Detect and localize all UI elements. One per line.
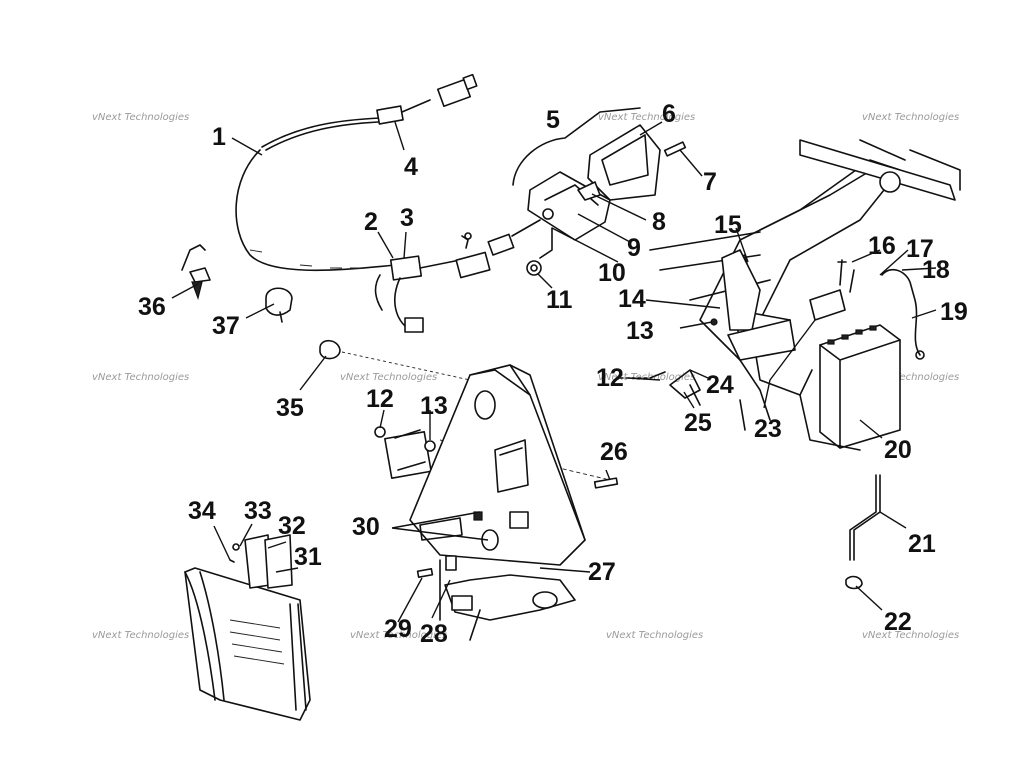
watermark: vNext Technologies: [862, 372, 959, 383]
callout-15: 15: [714, 211, 742, 239]
callout-36: 36: [138, 293, 166, 321]
tail-light-icon: [487, 107, 687, 276]
callout-32: 32: [278, 512, 306, 540]
callout-27: 27: [588, 558, 616, 586]
guard-icon: [184, 534, 311, 721]
callout-12-left: 12: [366, 385, 394, 413]
bracket-icon: [619, 249, 796, 406]
panel-icon: [409, 364, 619, 641]
callout-21: 21: [908, 530, 936, 558]
callout-10: 10: [598, 259, 626, 287]
callout-22: 22: [884, 608, 912, 636]
watermark: vNext Technologies: [862, 112, 959, 123]
callout-7: 7: [703, 168, 717, 196]
callout-31: 31: [294, 543, 322, 571]
callout-9: 9: [627, 234, 641, 262]
callout-13-left: 13: [420, 392, 448, 420]
callout-4: 4: [404, 153, 418, 181]
callout-35: 35: [276, 394, 304, 422]
callout-33: 33: [244, 497, 272, 525]
callout-12: 12: [596, 364, 624, 392]
watermark: vNext Technologies: [862, 630, 959, 641]
callout-11: 11: [546, 286, 573, 314]
callout-8: 8: [652, 208, 666, 236]
callout-23: 23: [754, 415, 782, 443]
callout-16: 16: [868, 232, 896, 260]
callout-26: 26: [600, 438, 628, 466]
callout-20: 20: [884, 436, 912, 464]
callout-30: 30: [352, 513, 380, 541]
watermark: vNext Technologies: [606, 630, 703, 641]
callout-labels: 1 2 3 4 5 6 7 8 9 10 11 12 13 14 15 16 1…: [138, 100, 968, 648]
callout-3: 3: [400, 204, 414, 232]
watermark: vNext Technologies: [340, 372, 437, 383]
watermark: vNext Technologies: [92, 372, 189, 383]
callout-34: 34: [188, 497, 216, 525]
watermark: vNext Technologies: [92, 630, 189, 641]
callout-24: 24: [706, 371, 734, 399]
callout-13: 13: [626, 317, 654, 345]
watermark: vNext Technologies: [92, 112, 189, 123]
callout-25: 25: [684, 409, 712, 437]
callout-37: 37: [212, 312, 240, 340]
leader-lines: [171, 121, 937, 623]
callout-29: 29: [384, 615, 412, 643]
callout-6: 6: [662, 100, 676, 128]
callout-14: 14: [618, 285, 646, 313]
callout-18: 18: [922, 256, 950, 284]
callout-1: 1: [212, 123, 226, 151]
callout-5: 5: [546, 106, 560, 134]
callout-28: 28: [420, 620, 448, 648]
watermark: vNext Technologies: [598, 112, 695, 123]
watermark: vNext Technologies: [350, 630, 447, 641]
frame-icon: [649, 139, 961, 431]
callout-2: 2: [364, 208, 378, 236]
callout-19: 19: [940, 298, 968, 326]
wire-harness-icon: [235, 73, 491, 333]
callout-17: 17: [906, 235, 934, 263]
